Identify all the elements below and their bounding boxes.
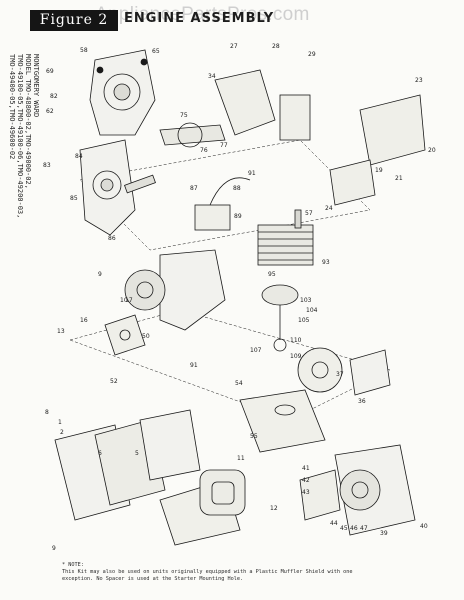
callout-label: 8 — [45, 409, 49, 416]
callout-label: 29 — [308, 51, 316, 58]
callout-label: 105 — [298, 317, 310, 324]
callout-label: 28 — [272, 43, 280, 50]
callout-labels: 58 65 69 82 62 83 84 85 86 75 76 77 34 2… — [43, 43, 436, 552]
callout-label: 109 — [290, 353, 302, 360]
callout-label: 86 — [108, 235, 116, 242]
callout-label: 12 — [270, 505, 278, 512]
callout-label: 42 — [302, 477, 310, 484]
callout-label: 52 — [110, 378, 118, 385]
callout-label: 1 — [58, 419, 62, 426]
callout-label: 44 — [330, 520, 338, 527]
flywheel-housing — [124, 249, 226, 331]
callout-label: 75 — [180, 112, 188, 119]
callout-label: 62 — [46, 108, 54, 115]
model-line: MONTGOMERY WARD — [32, 54, 40, 118]
callout-label: 85 — [70, 195, 78, 202]
exploded-view-diagram: 58 65 69 82 62 83 84 85 86 75 76 77 34 2… — [43, 43, 436, 552]
callout-label: 107 — [250, 347, 262, 354]
callout-label: 34 — [208, 73, 216, 80]
callout-label: 84 — [75, 153, 83, 160]
callout-label: 2 — [60, 429, 64, 436]
spark-plug — [294, 209, 302, 229]
callout-label: 45 — [340, 525, 348, 532]
figure-tag: Figure 2 — [30, 10, 118, 31]
callout-label: 93 — [322, 259, 330, 266]
callout-label: 39 — [380, 530, 388, 537]
watermark: AppliancePartsPros.com — [95, 4, 310, 25]
callout-label: 50 — [142, 333, 150, 340]
callout-label: 6 — [98, 450, 102, 457]
callout-label: 95 — [268, 271, 276, 278]
footnote: * NOTE: This Kit may also be used on uni… — [62, 562, 392, 583]
callout-label: 27 — [230, 43, 238, 50]
model-line: MODEL TMO-48800-02,TMO-49000-02, — [24, 54, 32, 189]
carburetor — [104, 314, 146, 356]
crankcase-half-lower — [79, 139, 136, 236]
page-title: ENGINE ASSEMBLY — [124, 11, 275, 26]
callout-label: 55 — [250, 433, 258, 440]
clutch-assembly — [297, 347, 391, 396]
callout-label: 69 — [46, 68, 54, 75]
callout-label: 41 — [302, 465, 310, 472]
callout-label: 76 — [200, 147, 208, 154]
callout-label: 104 — [306, 307, 318, 314]
callout-label: 87 — [190, 185, 198, 192]
callout-label: 57 — [305, 210, 313, 217]
callout-label: 40 — [420, 523, 428, 530]
callout-label: 37 — [336, 371, 344, 378]
note-line: This Kit may also be used on units origi… — [62, 569, 353, 575]
note-heading: * NOTE: — [62, 562, 84, 568]
callout-label: 77 — [220, 142, 228, 149]
callout-label: 9 — [98, 271, 102, 278]
callout-label: 20 — [428, 147, 436, 154]
crankcase-half-upper — [89, 49, 156, 136]
callout-label: 103 — [300, 297, 312, 304]
callout-label: 89 — [234, 213, 242, 220]
crankshaft — [124, 122, 226, 194]
piston-and-rod — [261, 284, 299, 352]
ignition-coil — [194, 177, 251, 231]
callout-label: 10 — [120, 297, 128, 304]
starter-housing — [299, 444, 416, 536]
callout-label: 54 — [235, 380, 243, 387]
callout-label: 110 — [290, 337, 302, 344]
cylinder — [257, 224, 314, 266]
fuel-tank — [239, 389, 326, 453]
callout-label: 91 — [190, 362, 198, 369]
note-line: exception. No Spacer is used at the Star… — [62, 576, 244, 582]
callout-label: 88 — [233, 185, 241, 192]
callout-label: 17 — [125, 297, 133, 304]
callout-label: 21 — [395, 175, 403, 182]
callout-label: 19 — [375, 167, 383, 174]
callout-label: 13 — [57, 328, 65, 335]
model-list: MONTGOMERY WARD MODEL TMO-48800-02,TMO-4… — [2, 54, 42, 364]
callout-label: 46 — [350, 525, 358, 532]
model-line: TMO-49400-05,TMO-49600-02 — [8, 54, 16, 160]
callout-label: 47 — [360, 525, 368, 532]
callout-label: 16 — [80, 317, 88, 324]
muffler-assembly — [214, 69, 426, 206]
callout-label: 36 — [358, 398, 366, 405]
callout-label: 91 — [248, 170, 256, 177]
callout-label: 23 — [415, 77, 423, 84]
callout-label: 5 — [135, 450, 139, 457]
callout-label: 58 — [80, 47, 88, 54]
callout-label: 9 — [52, 545, 56, 552]
callout-label: 43 — [302, 489, 310, 496]
assembly-guide-lines — [69, 309, 391, 421]
air-filter-cover — [54, 409, 246, 546]
assembly-guide-lines — [79, 139, 371, 251]
callout-label: 65 — [152, 48, 160, 55]
callout-label: 82 — [50, 93, 58, 100]
callout-label: 83 — [43, 162, 51, 169]
callout-label: 11 — [237, 455, 245, 462]
callout-label: 24 — [325, 205, 333, 212]
model-line: TMO-49100-05,TMO-49100-06,TMO-49200-03, — [16, 54, 24, 219]
